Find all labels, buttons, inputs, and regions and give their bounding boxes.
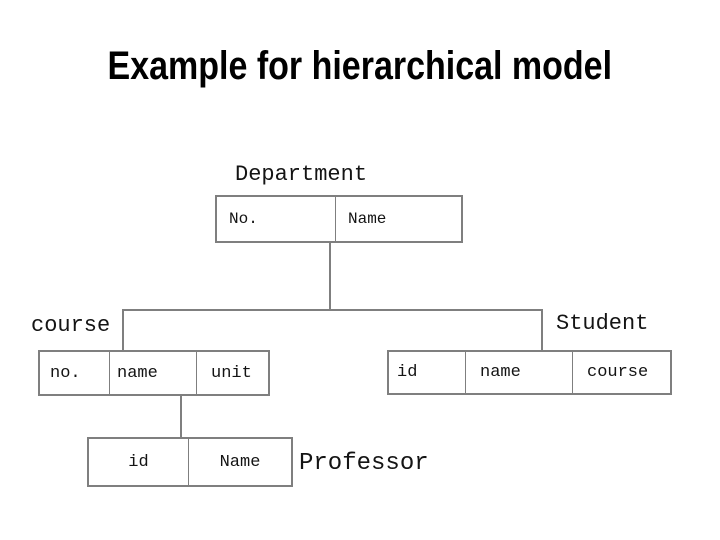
- page-title: Example for hierarchical model: [0, 44, 720, 88]
- connector-department-down: [329, 243, 331, 309]
- table-cell: id: [389, 352, 466, 393]
- course-label: course: [31, 313, 111, 338]
- professor-label: Professor: [299, 450, 429, 477]
- department-label: Department: [235, 162, 368, 187]
- table-cell: No.: [217, 197, 336, 241]
- page-title-text: Example for hierarchical model: [107, 44, 613, 88]
- student-table: id name course: [387, 350, 672, 395]
- course-table: no. name unit: [38, 350, 270, 396]
- table-cell: course: [587, 363, 649, 382]
- professor-table: id Name: [87, 437, 293, 487]
- connector-professor-drop: [180, 396, 182, 437]
- table-cell: name: [110, 352, 197, 394]
- student-label: Student: [556, 311, 649, 336]
- table-cell: Name: [348, 210, 387, 228]
- connector-course-drop: [122, 309, 124, 350]
- table-cell: no.: [40, 352, 110, 394]
- table-cell: Name: [219, 452, 261, 472]
- table-cell: name: [466, 352, 573, 393]
- table-cell: id: [89, 439, 189, 485]
- table-cell: unit: [211, 363, 252, 383]
- connector-branch-horizontal: [122, 309, 543, 311]
- connector-student-drop: [541, 309, 543, 350]
- department-table: No. Name: [215, 195, 463, 243]
